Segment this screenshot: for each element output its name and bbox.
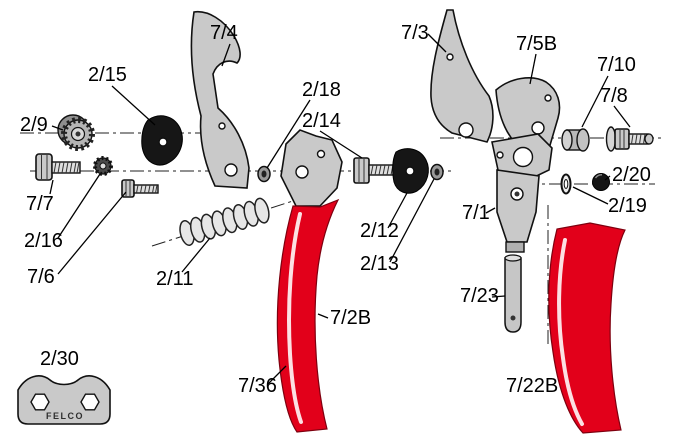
part-label-2-15: 2/15	[88, 64, 127, 86]
part-label-7-3: 7/3	[401, 22, 429, 44]
part-adjustment-sprocket-2-9	[57, 114, 95, 151]
part-nut-2-18	[257, 165, 271, 183]
part-red-handle-7-22B	[548, 222, 626, 434]
part-blade-holder-7-5B	[495, 77, 561, 153]
part-label-7-36: 7/36	[238, 375, 277, 397]
part-label-7-1: 7/1	[462, 202, 490, 224]
part-spring-2-11	[179, 197, 270, 246]
part-label-7-5B: 7/5B	[516, 33, 557, 55]
part-label-7-7: 7/7	[26, 193, 54, 215]
part-handle-body-7-1	[491, 133, 553, 253]
part-counter-blade-7-4	[190, 11, 250, 189]
part-label-2-18: 2/18	[302, 79, 341, 101]
part-blade-key-2-30: FELCO	[17, 375, 111, 425]
part-lock-washer-2-16	[93, 156, 113, 176]
part-label-7-4: 7/4	[210, 22, 238, 44]
part-label-2-12: 2/12	[360, 220, 399, 242]
part-handle-head-left	[280, 129, 343, 207]
part-label-7-6: 7/6	[27, 266, 55, 288]
part-label-7-10: 7/10	[597, 54, 636, 76]
part-label-2-11: 2/11	[156, 268, 193, 290]
part-label-7-2B: 7/2B	[330, 307, 371, 329]
part-label-2-19: 2/19	[608, 195, 647, 217]
part-bolt-7-7	[35, 153, 81, 181]
part-label-7-23: 7/23	[460, 285, 499, 307]
part-screw-7-6	[121, 179, 159, 198]
part-labels: 7/4 2/15 2/9 7/7 2/16 7/6 2/11 2/18 2/14…	[20, 22, 651, 397]
part-washer-2-19	[560, 173, 572, 195]
part-label-2-9: 2/9	[20, 114, 48, 136]
part-label-2-20: 2/20	[612, 164, 651, 186]
leader-lines	[49, 33, 631, 385]
part-bushing-7-10	[561, 128, 590, 152]
part-red-handle-7-2B	[276, 198, 340, 433]
part-bolt-7-8	[605, 126, 654, 152]
part-label-2-13: 2/13	[360, 253, 399, 275]
part-cutting-blade-7-3	[430, 9, 494, 143]
part-label-2-30: 2/30	[40, 348, 79, 370]
part-label-2-14: 2/14	[302, 110, 341, 132]
part-label-7-22B: 7/22B	[506, 375, 558, 397]
part-nut-2-13	[430, 163, 444, 181]
part-bolt-2-14	[353, 157, 398, 184]
part-cam-plate-2-15	[141, 115, 183, 166]
part-label-2-16: 2/16	[24, 230, 63, 252]
part-pin-7-23	[504, 254, 522, 333]
part-cam-plate-2-12	[392, 148, 429, 194]
part-cap-2-20	[592, 173, 610, 191]
part-label-7-8: 7/8	[600, 85, 628, 107]
brand-text-felco: FELCO	[46, 411, 84, 421]
